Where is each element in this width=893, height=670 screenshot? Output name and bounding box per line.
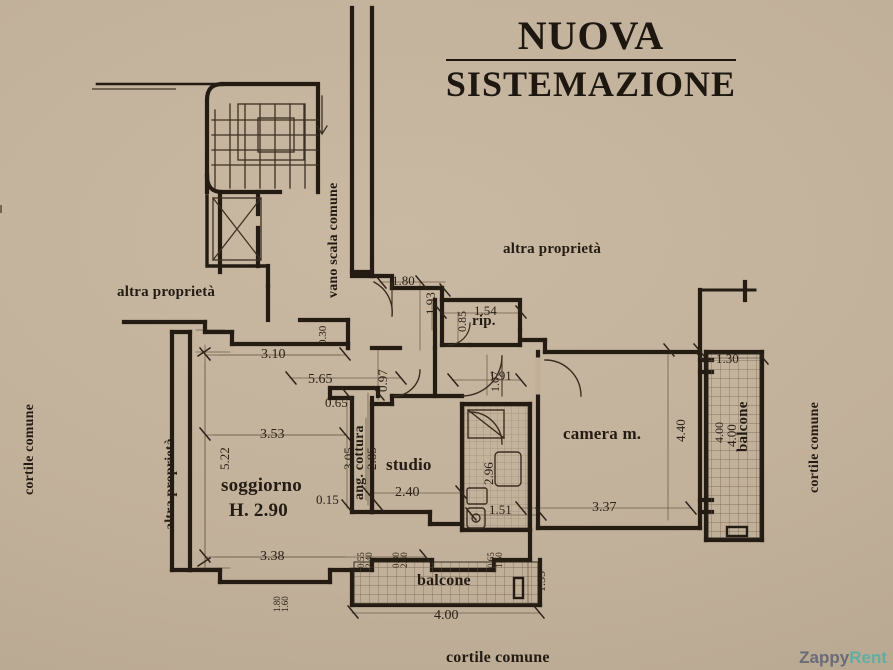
dim-window-c-bottom: 1.50 [494,552,504,568]
watermark-part-2: Rent [849,648,887,667]
dim-soggiorno-bottom: 3.38 [260,549,285,564]
title-line-2: SISTEMAZIONE [445,64,736,104]
dim-studio-width: 2.40 [395,485,420,500]
watermark-part-1: Zappy [799,648,850,667]
dim-entry-door: 1.80 [392,273,415,288]
dim-hall-c: 1.91 [489,368,512,383]
dim-bath-width: 1.51 [489,502,512,517]
title-rule [445,59,736,61]
room-label-studio: studio [386,455,432,474]
balcony-details [512,525,749,600]
label-cortile-comune-bottom: cortile comune [446,649,550,666]
label-altra-proprieta-left: altra proprietà [163,438,178,530]
scan-edge-mark-top [92,88,176,90]
dim-camera-width: 3.37 [592,500,617,515]
room-label-balcone-sud: balcone [417,572,471,589]
dim-corridor-run: 5.65 [308,372,333,387]
label-cortile-comune-right: cortile comune [807,401,822,493]
dim-bath-vertical: 2.96 [481,462,496,485]
dimension-ticks [196,274,770,620]
dim-kitchen-nook-depth: 0.15 [316,492,339,507]
dim-window-b-bottom: 2.40 [399,552,409,568]
dim-window-d-bottom: 1.60 [280,596,290,612]
dim-balcony-south-depth: 1.35 [534,571,548,592]
dim-soggiorno-left-vertical: 5.22 [217,447,232,470]
title-line-1: NUOVA [517,13,665,58]
dim-kitchen-nook-width: 0.65 [325,395,348,410]
label-altra-proprieta-top-left: altra proprietà [117,284,216,300]
dim-balcony-east-width: 1.30 [716,351,739,366]
dim-kitchen-vertical: 3.05 [341,447,356,470]
dim-balcony-east-length: 4.00 [724,424,739,447]
dim-window-a-bottom: 2.40 [364,552,374,568]
dim-soggiorno-top: 3.10 [261,347,286,362]
room-height-soggiorno: H. 2.90 [229,500,288,521]
label-vano-scala-comune: vano scala comune [326,182,341,298]
room-label-camera-matrimoniale: camera m. [563,424,642,443]
bathroom-fixtures [466,409,522,529]
dim-hall-vertical: 0.97 [375,369,390,392]
room-label-ripostiglio: rip. [472,313,496,329]
label-cortile-comune-left: cortile comune [22,403,37,495]
scan-edge-mark-left [0,205,2,213]
balcony-tiling [353,353,761,605]
plan-title: NUOVA SISTEMAZIONE [445,13,736,105]
dim-entry-small: 0.30 [317,325,329,345]
dim-studio-vertical: 2.85 [364,447,379,470]
dim-entry-vertical: 1.93 [423,292,438,315]
stair-treads [211,95,328,261]
zappyrent-watermark: ZappyRent [799,648,887,668]
room-label-soggiorno: soggiorno [221,475,302,496]
dim-camera-vertical: 4.40 [673,419,688,442]
dim-soggiorno-mid: 3.53 [260,427,285,442]
dim-rip-height: 0.85 [455,311,469,332]
dim-balcony-south-length: 4.00 [434,608,459,623]
label-altra-proprieta-top-right: altra proprietà [503,241,602,257]
dim-rip-width: 1.54 [474,303,497,318]
